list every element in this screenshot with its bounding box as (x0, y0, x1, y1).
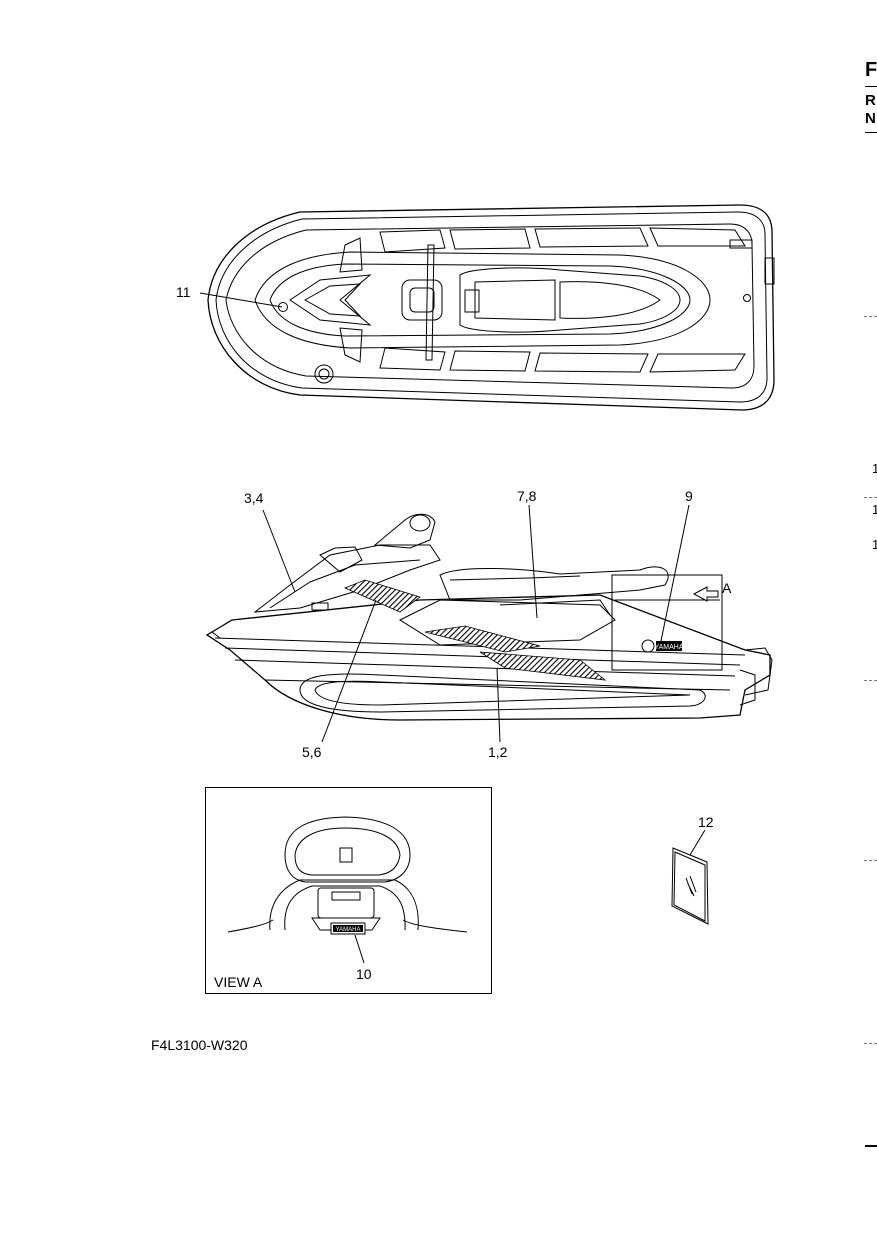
svg-text:YAMAHA: YAMAHA (336, 927, 361, 933)
view-a-arrow-icon (692, 586, 719, 602)
leader-1-2 (496, 667, 501, 743)
edge-number-1: 1 (872, 461, 877, 476)
leader-11 (199, 292, 283, 308)
decal-7-8 (424, 625, 541, 653)
callout-1-2: 1,2 (488, 744, 508, 760)
callout-3-4: 3,4 (244, 490, 264, 506)
view-a-frame (205, 787, 492, 994)
leader-3-4 (262, 509, 296, 593)
edge-dash-1 (864, 316, 877, 317)
edge-number-3: 1 (872, 537, 877, 552)
edge-heading-letter: F (865, 59, 877, 81)
callout-5-6: 5,6 (302, 744, 322, 760)
edge-dash-5 (864, 1043, 877, 1044)
edge-dash-2 (864, 497, 877, 498)
label-card-12 (671, 847, 709, 925)
decal-5-6 (343, 579, 421, 613)
edge-dash-3 (864, 680, 877, 681)
callout-11: 11 (176, 284, 191, 300)
leader-9 (660, 504, 690, 642)
yamaha-side-decal: YAMAHA (641, 639, 684, 653)
view-a-label: VIEW A (214, 974, 263, 990)
edge-number-2: 1 (872, 502, 877, 517)
leader-7-8 (528, 504, 538, 619)
callout-12: 12 (698, 814, 714, 830)
yamaha-rear-decal: YAMAHA (330, 922, 366, 935)
leader-5-6 (321, 599, 377, 743)
callout-view-a: A (722, 580, 732, 596)
side-view-watercraft (205, 513, 773, 721)
leader-10 (354, 934, 365, 964)
top-view-watercraft (207, 204, 775, 411)
edge-rule-top (865, 86, 877, 87)
edge-sub-letter-1: R (865, 92, 876, 109)
edge-dash-4 (864, 860, 877, 861)
figure-part-code: F4L3100-W320 (151, 1037, 248, 1053)
callout-9: 9 (685, 488, 693, 504)
callout-10: 10 (356, 966, 372, 982)
edge-rule-end (865, 1145, 877, 1147)
edge-rule-bottom (865, 132, 877, 133)
callout-7-8: 7,8 (517, 488, 537, 504)
edge-sub-letter-2: N (865, 110, 876, 127)
leader-12 (689, 829, 706, 856)
decal-1-2 (479, 651, 607, 681)
rear-view-watercraft (227, 816, 468, 933)
svg-text:YAMAHA: YAMAHA (654, 644, 683, 651)
